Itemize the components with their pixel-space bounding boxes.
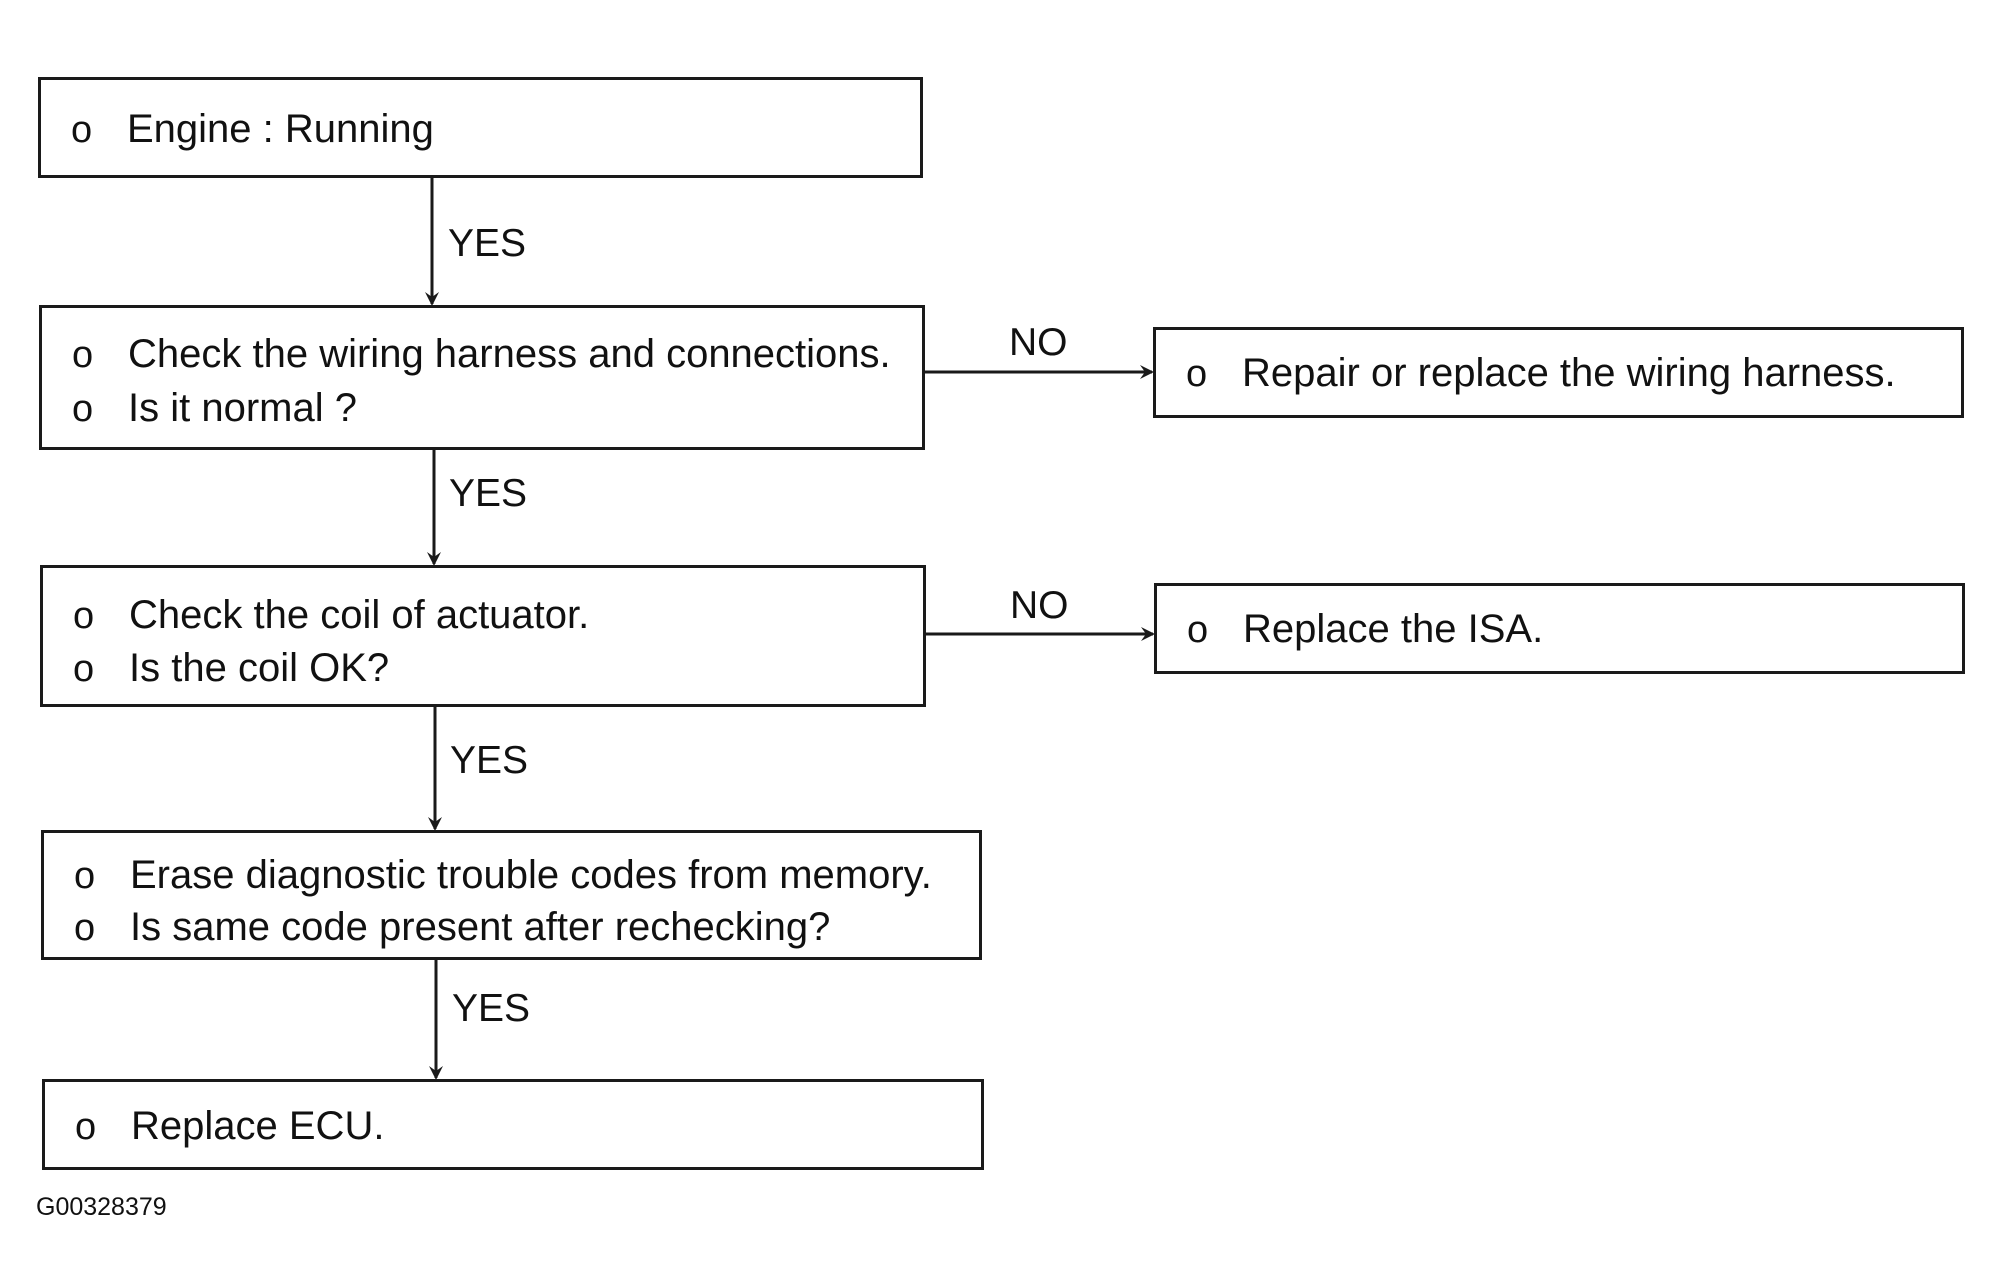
bullet-marker: o	[71, 109, 93, 151]
node-replace-ecu: o Replace ECU.	[42, 1079, 984, 1170]
node-text: Repair or replace the wiring harness.	[1242, 351, 1896, 395]
node-erase-codes: o Erase diagnostic trouble codes from me…	[41, 830, 982, 960]
edge-label-yes-2: YES	[449, 472, 528, 515]
node-replace-isa: o Replace the ISA.	[1154, 583, 1965, 674]
node-text: Check the coil of actuator.	[129, 593, 590, 637]
edge-label-yes-3: YES	[450, 739, 529, 782]
bullet-marker: o	[73, 648, 95, 690]
figure-code: G00328379	[36, 1193, 167, 1221]
edge-label-yes-1: YES	[448, 222, 527, 265]
node-check-wiring: o Check the wiring harness and connectio…	[39, 305, 925, 450]
node-check-coil: o Check the coil of actuator. o Is the c…	[40, 565, 926, 707]
bullet-marker: o	[74, 907, 96, 949]
node-text: Erase diagnostic trouble codes from memo…	[130, 853, 932, 897]
node-engine-running: o Engine : Running	[38, 77, 923, 178]
node-text: Check the wiring harness and connections…	[128, 332, 891, 376]
node-text: Is same code present after rechecking?	[130, 905, 831, 949]
bullet-marker: o	[75, 1106, 97, 1148]
bullet-marker: o	[1187, 609, 1209, 651]
bullet-marker: o	[74, 855, 96, 897]
node-text: Engine : Running	[127, 107, 434, 151]
bullet-marker: o	[72, 334, 94, 376]
node-text: Replace ECU.	[131, 1104, 385, 1148]
edge-label-yes-4: YES	[452, 987, 531, 1030]
edge-label-no-2: NO	[1010, 584, 1069, 627]
node-text: Replace the ISA.	[1243, 607, 1544, 651]
bullet-marker: o	[1186, 353, 1208, 395]
node-text: Is the coil OK?	[129, 646, 390, 690]
bullet-marker: o	[73, 595, 95, 637]
bullet-marker: o	[72, 388, 94, 430]
node-text: Is it normal ?	[128, 386, 357, 430]
node-repair-wiring: o Repair or replace the wiring harness.	[1153, 327, 1964, 418]
edge-label-no-1: NO	[1009, 321, 1068, 364]
